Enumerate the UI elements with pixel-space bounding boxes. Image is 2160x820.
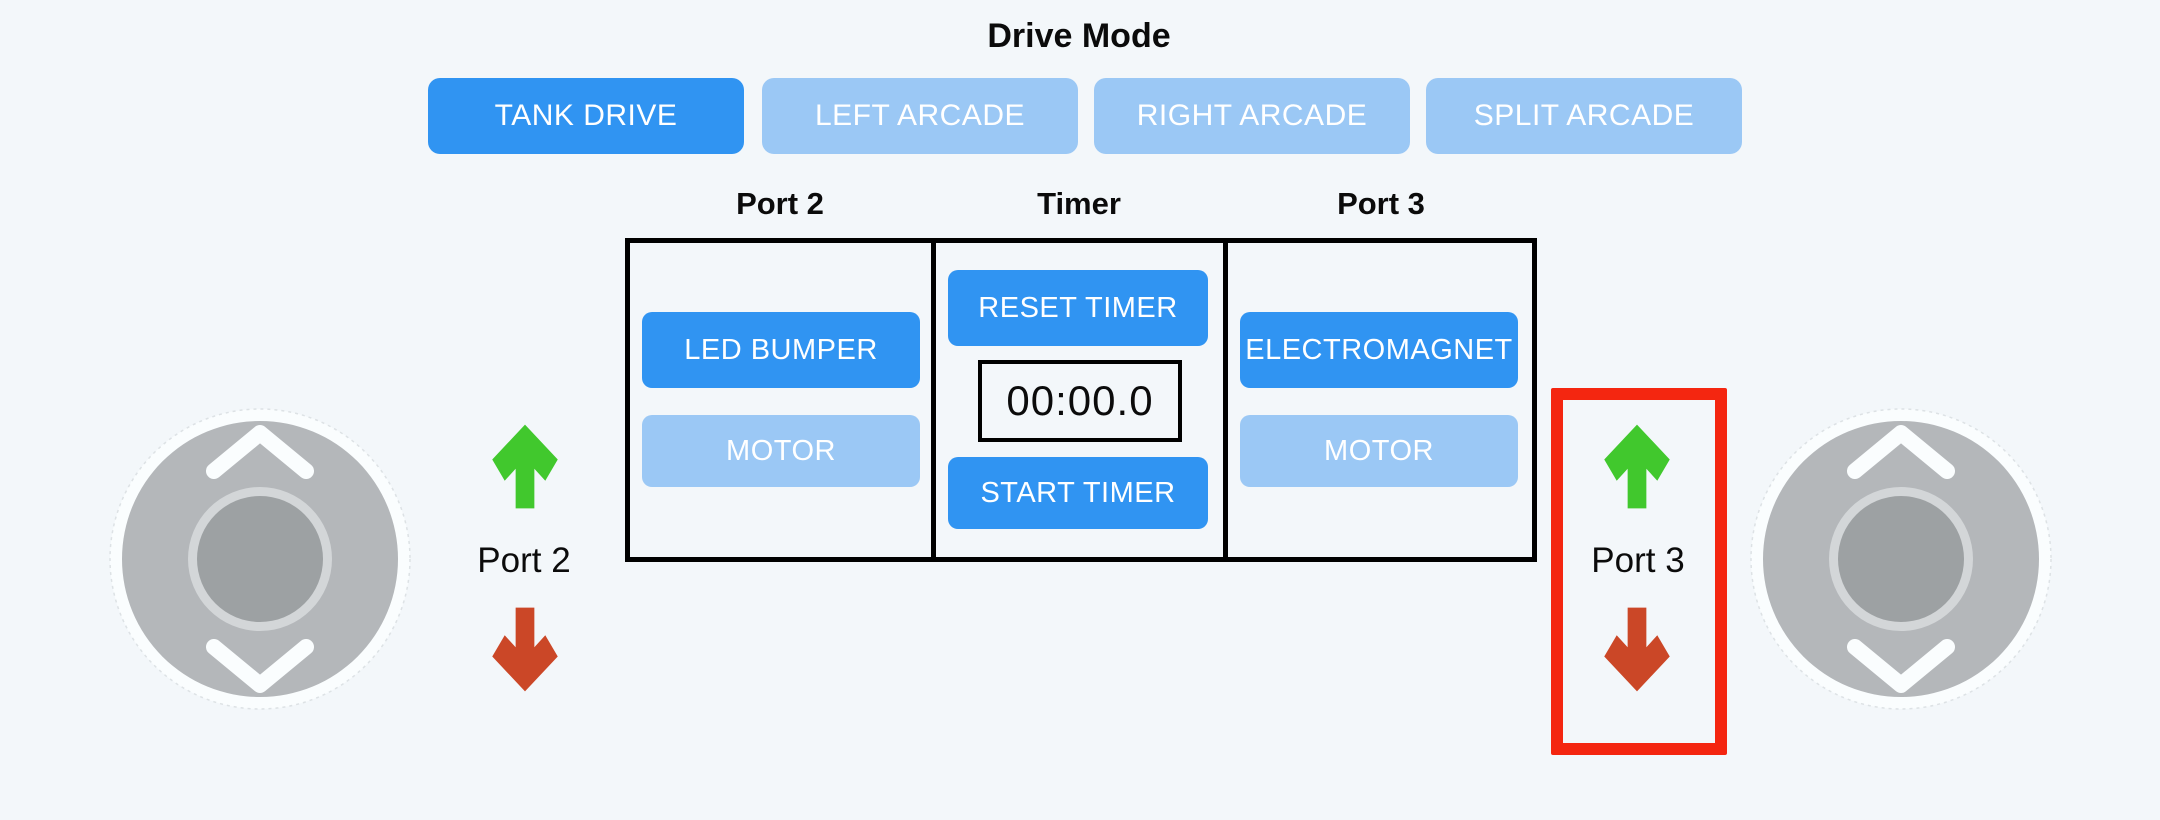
panel-divider-right <box>1223 238 1228 562</box>
joystick-knob[interactable] <box>197 496 323 622</box>
joystick-knob[interactable] <box>1838 496 1964 622</box>
port3-motor-button[interactable]: MOTOR <box>1240 415 1518 487</box>
led-bumper-button[interactable]: LED BUMPER <box>642 312 920 388</box>
right-joystick[interactable] <box>1741 399 2061 719</box>
drive-mode-tank-drive-button[interactable]: TANK DRIVE <box>428 78 744 154</box>
port2-motor-button[interactable]: MOTOR <box>642 415 920 487</box>
port2-down-arrow-icon[interactable] <box>486 604 564 696</box>
drive-mode-right-arcade-button[interactable]: RIGHT ARCADE <box>1094 78 1410 154</box>
drive-mode-left-arcade-button[interactable]: LEFT ARCADE <box>762 78 1078 154</box>
port3-column-header: Port 3 <box>1337 186 1425 221</box>
timer-column-header: Timer <box>1037 186 1121 221</box>
port3-up-arrow-icon[interactable] <box>1598 420 1676 512</box>
port3-control-label: Port 3 <box>1591 541 1685 580</box>
port3-down-arrow-icon[interactable] <box>1598 604 1676 696</box>
control-panel-frame <box>625 238 1537 562</box>
start-timer-button[interactable]: START TIMER <box>948 457 1208 529</box>
up-chevron-icon <box>1847 425 1955 479</box>
reset-timer-button[interactable]: RESET TIMER <box>948 270 1208 346</box>
drive-mode-title: Drive Mode <box>987 17 1171 55</box>
panel-divider-left <box>931 238 936 562</box>
port2-up-arrow-icon[interactable] <box>486 420 564 512</box>
port2-column-header: Port 2 <box>736 186 824 221</box>
down-chevron-icon <box>206 639 314 693</box>
timer-display: 00:00.0 <box>978 360 1182 442</box>
port2-control-label: Port 2 <box>477 541 571 580</box>
down-chevron-icon <box>1847 639 1955 693</box>
drive-mode-split-arcade-button[interactable]: SPLIT ARCADE <box>1426 78 1742 154</box>
left-joystick[interactable] <box>100 399 420 719</box>
up-chevron-icon <box>206 425 314 479</box>
electromagnet-button[interactable]: ELECTROMAGNET <box>1240 312 1518 388</box>
